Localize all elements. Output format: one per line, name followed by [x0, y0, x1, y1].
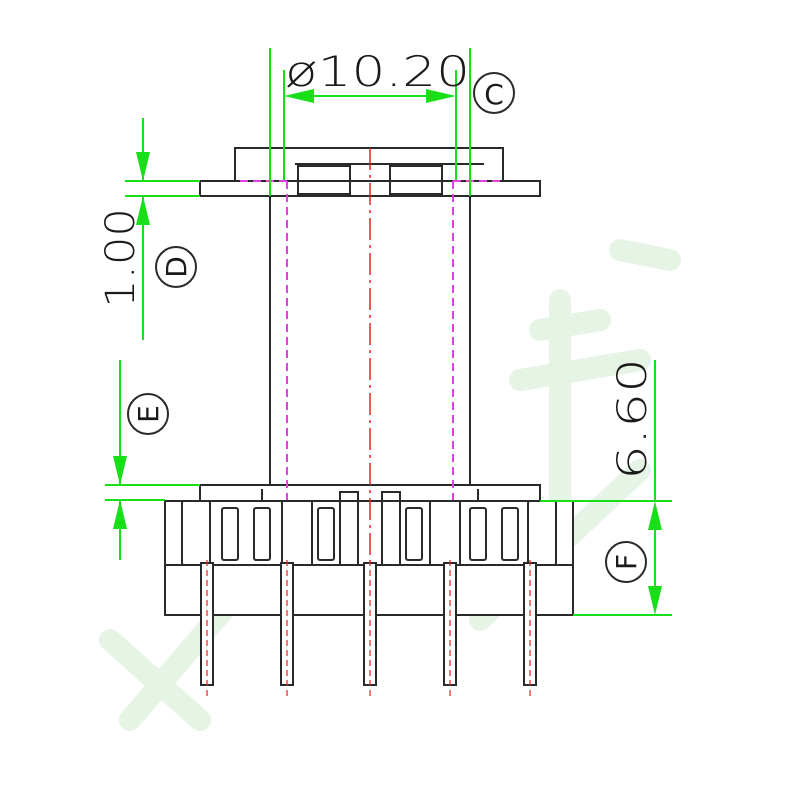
top-flange [199, 147, 541, 197]
pin-5 [523, 560, 537, 697]
dimension-flange-height: 1.00 [98, 118, 200, 340]
callout-f: F [605, 541, 647, 583]
callout-f-label: F [610, 554, 643, 570]
dimension-lower-height: 6.60 [540, 358, 672, 616]
callout-d: D [155, 246, 197, 288]
lower-height-value: 6.60 [610, 358, 656, 480]
callout-c-label: C [484, 78, 504, 111]
callout-c: C [473, 72, 515, 114]
pins [200, 560, 537, 697]
core-tube [269, 196, 471, 485]
dimension-e [105, 360, 200, 560]
callout-e-label: E [132, 405, 165, 423]
callout-e: E [127, 393, 169, 435]
hidden-lines [240, 180, 502, 500]
diameter-value: ø10.20 [285, 47, 470, 96]
pin-4 [443, 560, 457, 697]
dimension-diameter: ø10.20 [269, 47, 471, 196]
pin-3 [363, 560, 377, 697]
pin-1 [200, 560, 214, 697]
callout-d-label: D [160, 256, 193, 278]
pin-2 [280, 560, 294, 697]
flange-height-value: 1.00 [98, 208, 144, 308]
